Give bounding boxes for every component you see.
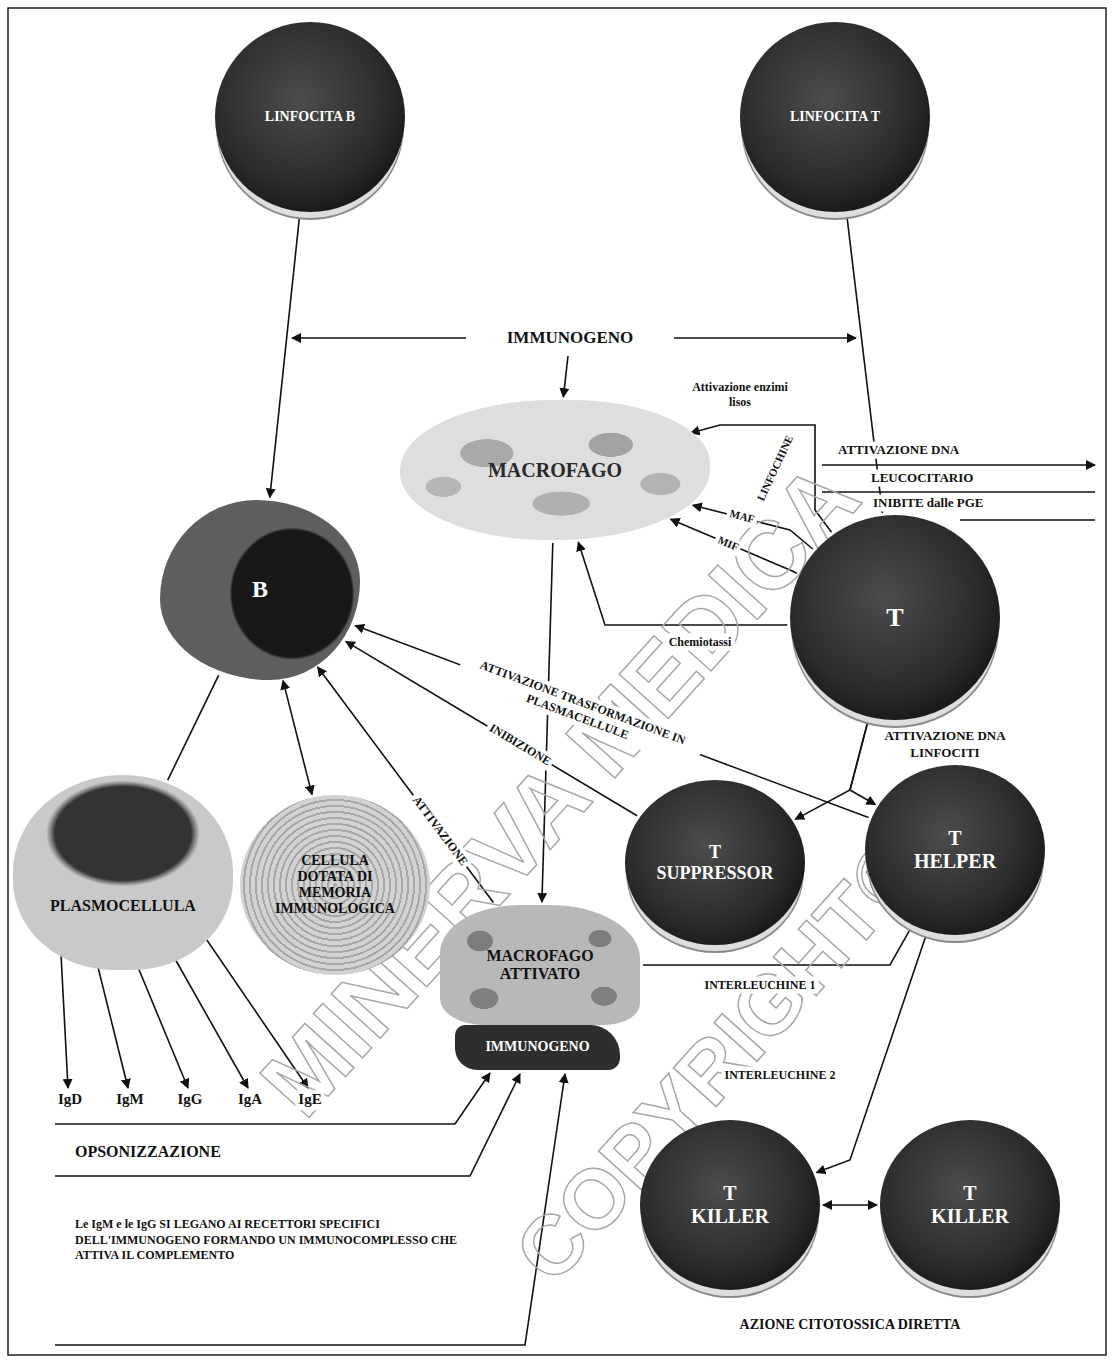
- annotation-label: AZIONE CITOTOSSICA DIRETTA: [737, 1316, 964, 1334]
- connector-arrow: [795, 720, 868, 820]
- connector-label: INTERLEUCHINE 1: [701, 977, 818, 994]
- t-cell: T: [790, 515, 1000, 720]
- immunoglobulin-label: IgM: [113, 1090, 147, 1110]
- cell-label: LINFOCITA T: [790, 109, 880, 125]
- b-cell: B: [160, 500, 360, 680]
- cell-label: B: [252, 576, 268, 604]
- cell-label: PLASMOCELLULA: [50, 897, 196, 915]
- annotation-label: LEUCOCITARIO: [868, 470, 976, 487]
- antibody-arrow: [170, 950, 248, 1088]
- t-killer-cell: T KILLER: [640, 1120, 820, 1290]
- cell-label: T SUPPRESSOR: [656, 842, 773, 883]
- connector-label: Chemiotassi: [666, 634, 735, 651]
- connector-arrow: [847, 214, 883, 512]
- immunoglobulin-label: IgD: [55, 1090, 85, 1110]
- antigen-title-box: IMMUNOGENO: [470, 323, 670, 353]
- cell-label: T HELPER: [914, 827, 996, 873]
- cell-label: IMMUNOGENO: [507, 328, 634, 348]
- connector-arrow: [270, 215, 300, 498]
- macrophage-cell: MACROFAGO: [400, 400, 710, 540]
- antigen-arrow: [674, 337, 856, 339]
- annotation-label: INIBITE dalle PGE: [870, 495, 987, 512]
- immunoglobulin-label: IgG: [174, 1090, 205, 1110]
- cell-label: MACROFAGO: [488, 459, 622, 482]
- leader-line: [822, 491, 1095, 493]
- annotation-label: OPSONIZZAZIONE: [72, 1142, 224, 1163]
- cell-label: IMMUNOGENO: [485, 1039, 589, 1055]
- leader-line: [960, 519, 1095, 521]
- t-suppressor-cell: T SUPPRESSOR: [625, 780, 805, 945]
- cell-label: CELLULA DOTATA DI MEMORIA IMMUNOLOGICA: [273, 853, 398, 917]
- annotation-label: ATTIVAZIONE DNA LINFOCITI: [867, 728, 1023, 762]
- plasma-cell: PLASMOCELLULA: [13, 775, 233, 970]
- note-text: Le IgM e le IgG SI LEGANO AI RECETTORI S…: [72, 1217, 468, 1264]
- leader-line: [822, 464, 1095, 466]
- connector-arrow: [563, 356, 568, 397]
- lymphocyte-cell: LINFOCITA T: [740, 22, 930, 212]
- cell-label: T: [886, 603, 903, 633]
- antibody-arrow: [95, 955, 128, 1088]
- connector-label: INTERLEUCHINE 2: [721, 1067, 838, 1084]
- connector-arrow: [168, 675, 219, 780]
- immunoglobulin-label: IgE: [295, 1090, 324, 1110]
- t-helper-cell: T HELPER: [865, 765, 1045, 935]
- cell-label: T KILLER: [691, 1182, 769, 1228]
- antibody-arrow: [135, 960, 188, 1088]
- antigen-shape: IMMUNOGENO: [455, 1025, 620, 1070]
- cell-label: T KILLER: [931, 1182, 1009, 1228]
- lymphocyte-cell: LINFOCITA B: [215, 22, 405, 212]
- t-killer-cell: T KILLER: [880, 1120, 1060, 1290]
- memory-cell: CELLULA DOTATA DI MEMORIA IMMUNOLOGICA: [240, 795, 430, 975]
- connector-arrow: [823, 1204, 877, 1206]
- connector-arrow: [283, 681, 312, 795]
- cell-label: MACROFAGO ATTIVATO: [486, 947, 593, 984]
- connector-label: Attivazione enzimi lisos: [682, 379, 798, 411]
- immunoglobulin-label: IgA: [235, 1090, 265, 1110]
- antigen-arrow: [292, 337, 466, 339]
- frame: [8, 8, 1106, 1355]
- activated-macrophage: MACROFAGO ATTIVATO: [440, 905, 640, 1025]
- cell-label: LINFOCITA B: [265, 109, 355, 125]
- annotation-label: ATTIVAZIONE DNA: [835, 442, 962, 459]
